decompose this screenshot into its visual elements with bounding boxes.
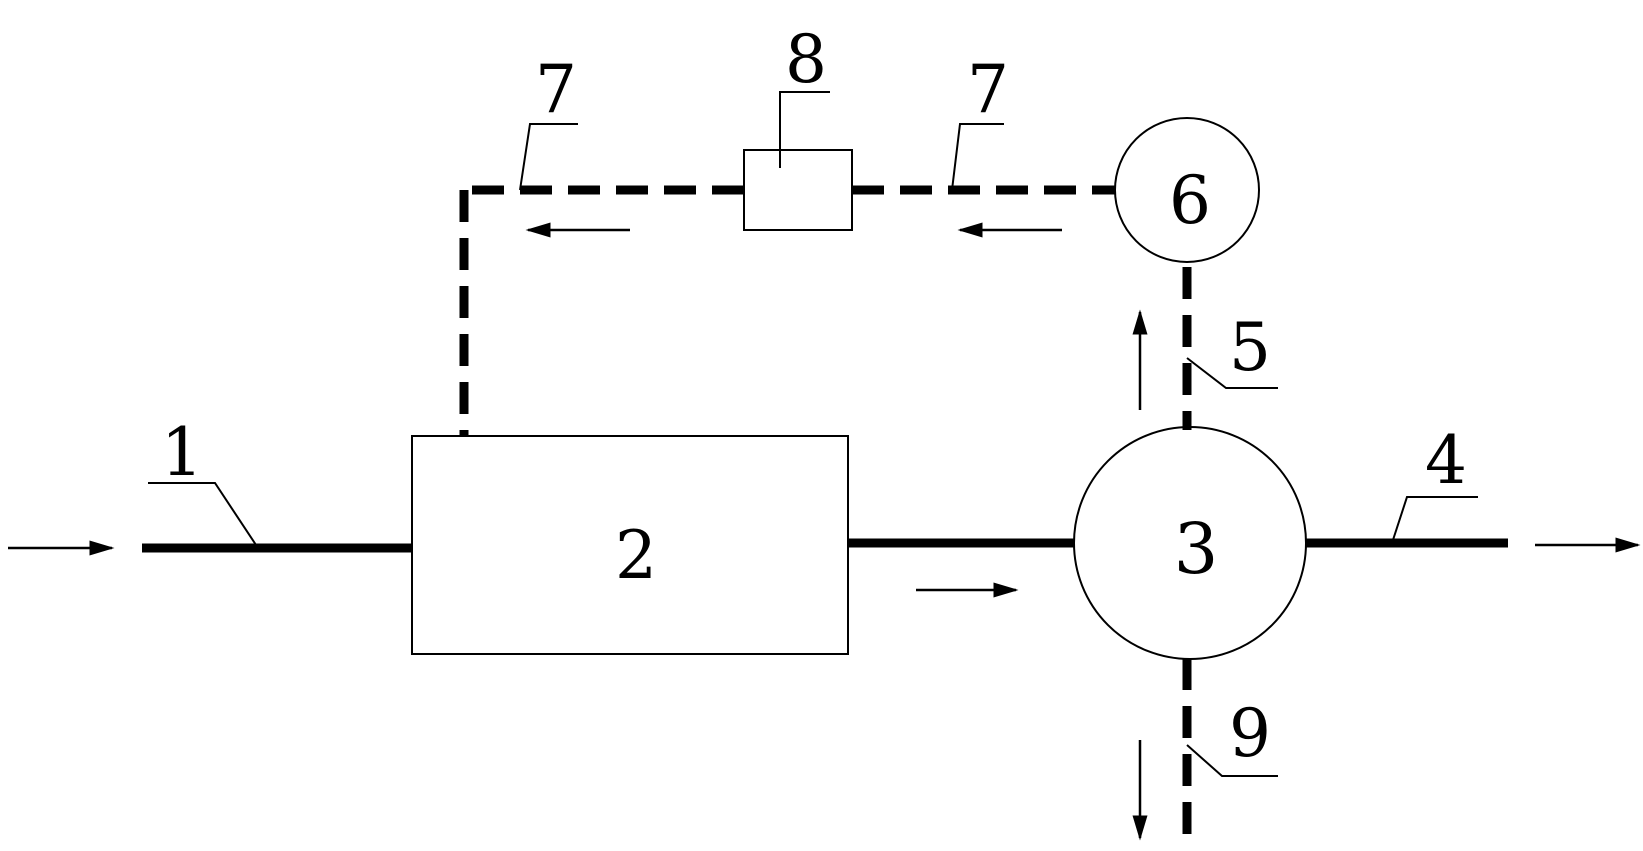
stream-1-label: 1 [161, 414, 203, 491]
stream-9-leader [1186, 744, 1278, 777]
unit-3-label: 3 [1174, 508, 1219, 590]
stream-1-leader [148, 482, 259, 549]
unit-6-label: 6 [1169, 162, 1211, 239]
stream-7-right-label: 7 [967, 51, 1009, 128]
stream-4-label: 4 [1425, 422, 1467, 499]
stream-7-left-leader [519, 123, 578, 191]
unit-8-leader [779, 91, 830, 168]
stream-9-label: 9 [1229, 695, 1271, 772]
stream-7-left-label: 7 [535, 51, 577, 128]
stream-7-right-leader [951, 123, 1004, 191]
stream-5-leader [1186, 357, 1278, 389]
unit-2-label: 2 [615, 517, 657, 594]
unit-8-box [743, 149, 853, 231]
unit-8-label: 8 [785, 21, 827, 98]
stream-4-leader [1391, 496, 1478, 544]
stream-5-label: 5 [1229, 309, 1271, 386]
